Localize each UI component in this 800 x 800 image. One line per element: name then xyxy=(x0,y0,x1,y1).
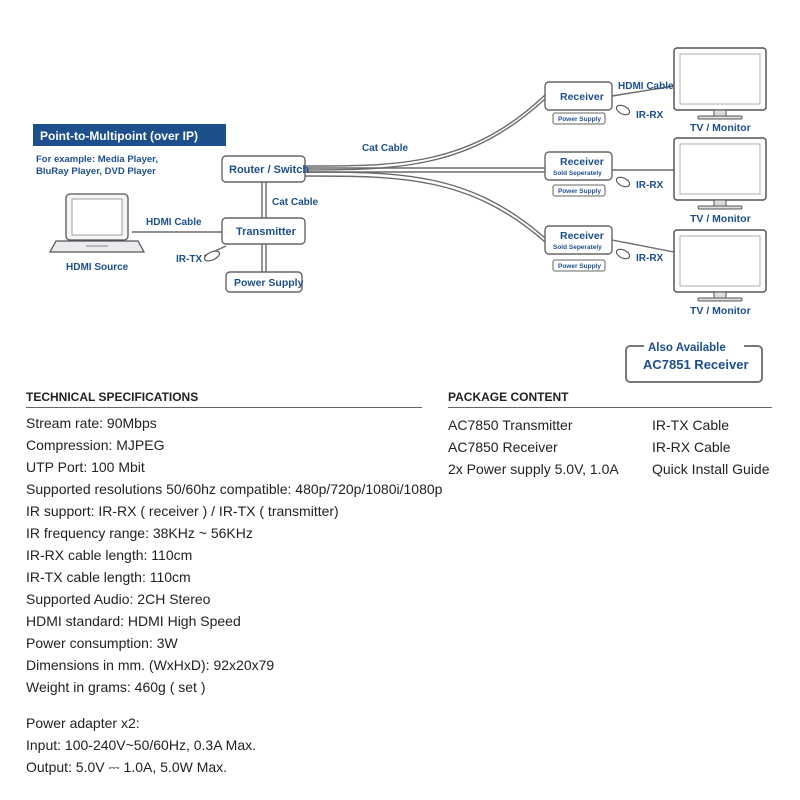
spec-line: Supported Audio: 2CH Stereo xyxy=(26,591,211,607)
tv-monitor-2-icon xyxy=(673,137,767,210)
ir-tx-emitter-icon xyxy=(203,250,221,262)
also-available-product: AC7851 Receiver xyxy=(643,357,749,372)
also-available-label: Also Available xyxy=(648,342,726,354)
transmitter-box xyxy=(221,217,306,245)
tv-monitor-1-icon xyxy=(673,47,767,120)
tv-monitor-3-icon xyxy=(673,229,767,302)
receiver-2-note: Sold Seperately xyxy=(553,170,602,177)
package-col-2: IR-TX Cable IR-RX Cable Quick Install Gu… xyxy=(652,414,770,480)
mode-badge-label: Point-to-Multipoint (over IP) xyxy=(40,129,198,143)
router-box xyxy=(221,155,306,183)
package-item: 2x Power supply 5.0V, 1.0A xyxy=(448,461,619,477)
example-line-1: For example: Media Player, xyxy=(36,154,158,165)
receiver-1-ir-rx-icon xyxy=(615,104,631,116)
spec-line: Stream rate: 90Mbps xyxy=(26,415,157,431)
receiver-3-power-label: Power Supply xyxy=(558,263,601,270)
spec-line: Dimensions in mm. (WxHxD): 92x20x79 xyxy=(26,657,275,673)
receiver-2-box xyxy=(544,151,613,181)
spec-line: Compression: MJPEG xyxy=(26,437,165,453)
adapter-line: Power adapter x2: xyxy=(26,715,140,731)
specs-rule xyxy=(26,407,422,408)
package-item: IR-TX Cable xyxy=(652,417,730,433)
hdmi-source-label: HDMI Source xyxy=(66,262,129,273)
package-title: PACKAGE CONTENT xyxy=(448,390,569,404)
adapter-line: Input: 100-240V~50/60Hz, 0.3A Max. xyxy=(26,737,256,753)
spec-line: IR support: IR-RX ( receiver ) / IR-TX (… xyxy=(26,503,339,519)
receiver-1-box xyxy=(544,81,613,111)
receiver-3-ir-rx-icon xyxy=(615,248,631,260)
mode-badge xyxy=(33,124,226,146)
hdmi-cable-right-label: HDMI Cable xyxy=(618,81,674,92)
package-item: IR-RX Cable xyxy=(652,439,731,455)
spec-line: Weight in grams: 460g ( set ) xyxy=(26,679,206,695)
spec-line: Power consumption: 3W xyxy=(26,635,178,651)
tv-monitor-3-label: TV / Monitor xyxy=(690,305,751,317)
receiver-3: Receiver Sold Seperately Power Supply IR… xyxy=(544,225,664,272)
spec-line: IR-RX cable length: 110cm xyxy=(26,547,193,563)
hdmi-cable-left-label: HDMI Cable xyxy=(146,217,202,228)
package-item: AC7850 Transmitter xyxy=(448,417,573,433)
tv-monitor-2-label: TV / Monitor xyxy=(690,213,751,225)
router-label: Router / Switch xyxy=(229,164,309,176)
receiver-3-note: Sold Seperately xyxy=(553,244,602,251)
package-rule xyxy=(448,407,772,408)
receiver-1-power-label: Power Supply xyxy=(558,116,601,123)
receiver-3-title: Receiver xyxy=(560,230,604,242)
receiver-3-box xyxy=(544,225,613,255)
receiver-3-ir-label: IR-RX xyxy=(636,253,664,264)
spec-line: HDMI standard: HDMI High Speed xyxy=(26,613,241,629)
power-adapter-block: Power adapter x2: Input: 100-240V~50/60H… xyxy=(26,712,256,778)
receiver-1-ir-label: IR-RX xyxy=(636,110,664,121)
cat-cable-vertical-label: Cat Cable xyxy=(272,197,319,208)
receiver-1-title: Receiver xyxy=(560,91,604,103)
specs-list: Stream rate: 90Mbps Compression: MJPEG U… xyxy=(26,412,442,698)
cat-cable-top-label: Cat Cable xyxy=(362,143,409,154)
receiver-2-power-label: Power Supply xyxy=(558,188,601,195)
receiver-2-ir-rx-icon xyxy=(615,176,631,188)
adapter-line: Output: 5.0V ⎓ 1.0A, 5.0W Max. xyxy=(26,759,228,775)
receiver-1: Receiver Power Supply IR-RX xyxy=(544,81,664,125)
ir-tx-label: IR-TX xyxy=(176,254,202,265)
package-col-1: AC7850 Transmitter AC7850 Receiver 2x Po… xyxy=(448,414,619,480)
power-supply-label: Power Supply xyxy=(234,277,304,289)
tv-monitor-1-label: TV / Monitor xyxy=(690,122,751,134)
package-item: AC7850 Receiver xyxy=(448,439,558,455)
spec-line: Supported resolutions 50/60hz compatible… xyxy=(26,481,443,497)
receiver-3-power-box xyxy=(552,259,606,272)
connection-diagram: Point-to-Multipoint (over IP) For exampl… xyxy=(33,47,767,383)
power-supply-box xyxy=(225,271,303,293)
spec-line: IR-TX cable length: 110cm xyxy=(26,569,191,585)
receiver-2-power-box xyxy=(552,184,606,197)
receiver-2: Receiver Sold Seperately Power Supply IR… xyxy=(544,151,664,197)
receiver-2-ir-label: IR-RX xyxy=(636,180,664,191)
also-available-gap xyxy=(644,340,744,352)
package-item: Quick Install Guide xyxy=(652,461,770,477)
specs-title: TECHNICAL SPECIFICATIONS xyxy=(26,390,199,404)
example-line-2: BluRay Player, DVD Player xyxy=(36,166,156,177)
transmitter-label: Transmitter xyxy=(236,226,297,238)
laptop-icon xyxy=(48,193,146,253)
spec-line: UTP Port: 100 Mbit xyxy=(26,459,145,475)
receiver-1-power-box xyxy=(552,112,606,125)
receiver-2-title: Receiver xyxy=(560,156,604,168)
spec-line: IR frequency range: 38KHz ~ 56KHz xyxy=(26,525,253,541)
